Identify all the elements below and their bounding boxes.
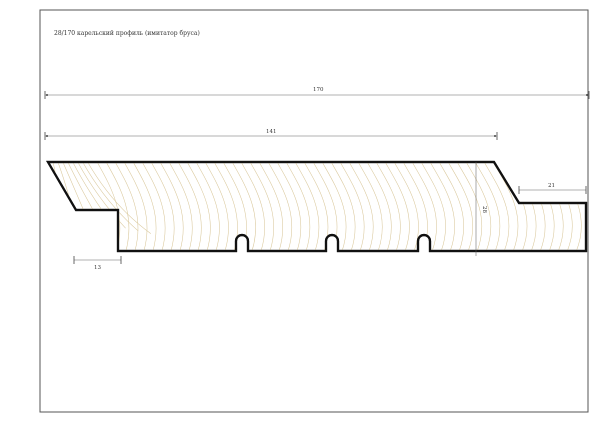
- grain-line: [383, 162, 410, 251]
- grain-line: [113, 162, 139, 251]
- grain-line: [185, 162, 211, 251]
- grain-line: [482, 162, 510, 251]
- grain-line: [410, 162, 437, 251]
- grain-line: [338, 162, 365, 251]
- grain-line: [428, 162, 455, 251]
- drawing-frame: [39, 9, 589, 413]
- grain-line: [158, 162, 184, 251]
- grain-line: [140, 162, 166, 251]
- dimension-groove: 13: [73, 256, 122, 271]
- grain-line: [131, 162, 157, 251]
- grain-line: [392, 162, 419, 251]
- grain-line: [365, 162, 392, 251]
- grain-line: [230, 162, 256, 251]
- grain-line: [293, 162, 320, 251]
- grain-line: [473, 162, 501, 251]
- dimension-face-width: 141: [44, 129, 498, 140]
- grain-line: [194, 162, 220, 251]
- grain-line: [455, 162, 483, 251]
- dimension-face-width-label: 141: [266, 129, 277, 135]
- grain-line: [257, 162, 283, 251]
- grain-line: [374, 162, 401, 251]
- grain-line: [167, 162, 193, 251]
- grain-line: [203, 162, 229, 251]
- grain-line: [320, 162, 347, 251]
- dimension-overall-width-label: 170: [313, 87, 324, 93]
- grain-line: [104, 162, 130, 251]
- drawing-title: 28/170 карельский профиль (имитатор брус…: [54, 30, 200, 37]
- grain-line: [446, 162, 474, 251]
- grain-line: [437, 162, 464, 251]
- grain-line: [149, 162, 175, 251]
- grain-line: [176, 162, 202, 251]
- dimension-tongue-label: 21: [548, 183, 555, 189]
- dimension-overall-width: 170: [44, 87, 590, 99]
- grain-line: [248, 162, 274, 251]
- grain-line: [329, 162, 356, 251]
- grain-line: [266, 162, 293, 251]
- board-profile-outline: [46, 160, 588, 253]
- grain-line: [419, 162, 446, 251]
- grain-line: [356, 162, 383, 251]
- grain-line: [239, 162, 265, 251]
- grain-line: [347, 162, 374, 251]
- dimension-tongue: 21: [518, 183, 587, 194]
- grain-line: [284, 162, 311, 251]
- dimension-groove-label: 13: [94, 265, 101, 271]
- dimension-thickness: 28: [475, 162, 487, 256]
- dimension-thickness-label: 28: [481, 206, 487, 213]
- grain-line: [464, 162, 492, 251]
- grain-arc: [82, 162, 139, 232]
- grain-line: [122, 162, 148, 251]
- grain-line: [275, 162, 302, 251]
- board-profile: [46, 160, 588, 253]
